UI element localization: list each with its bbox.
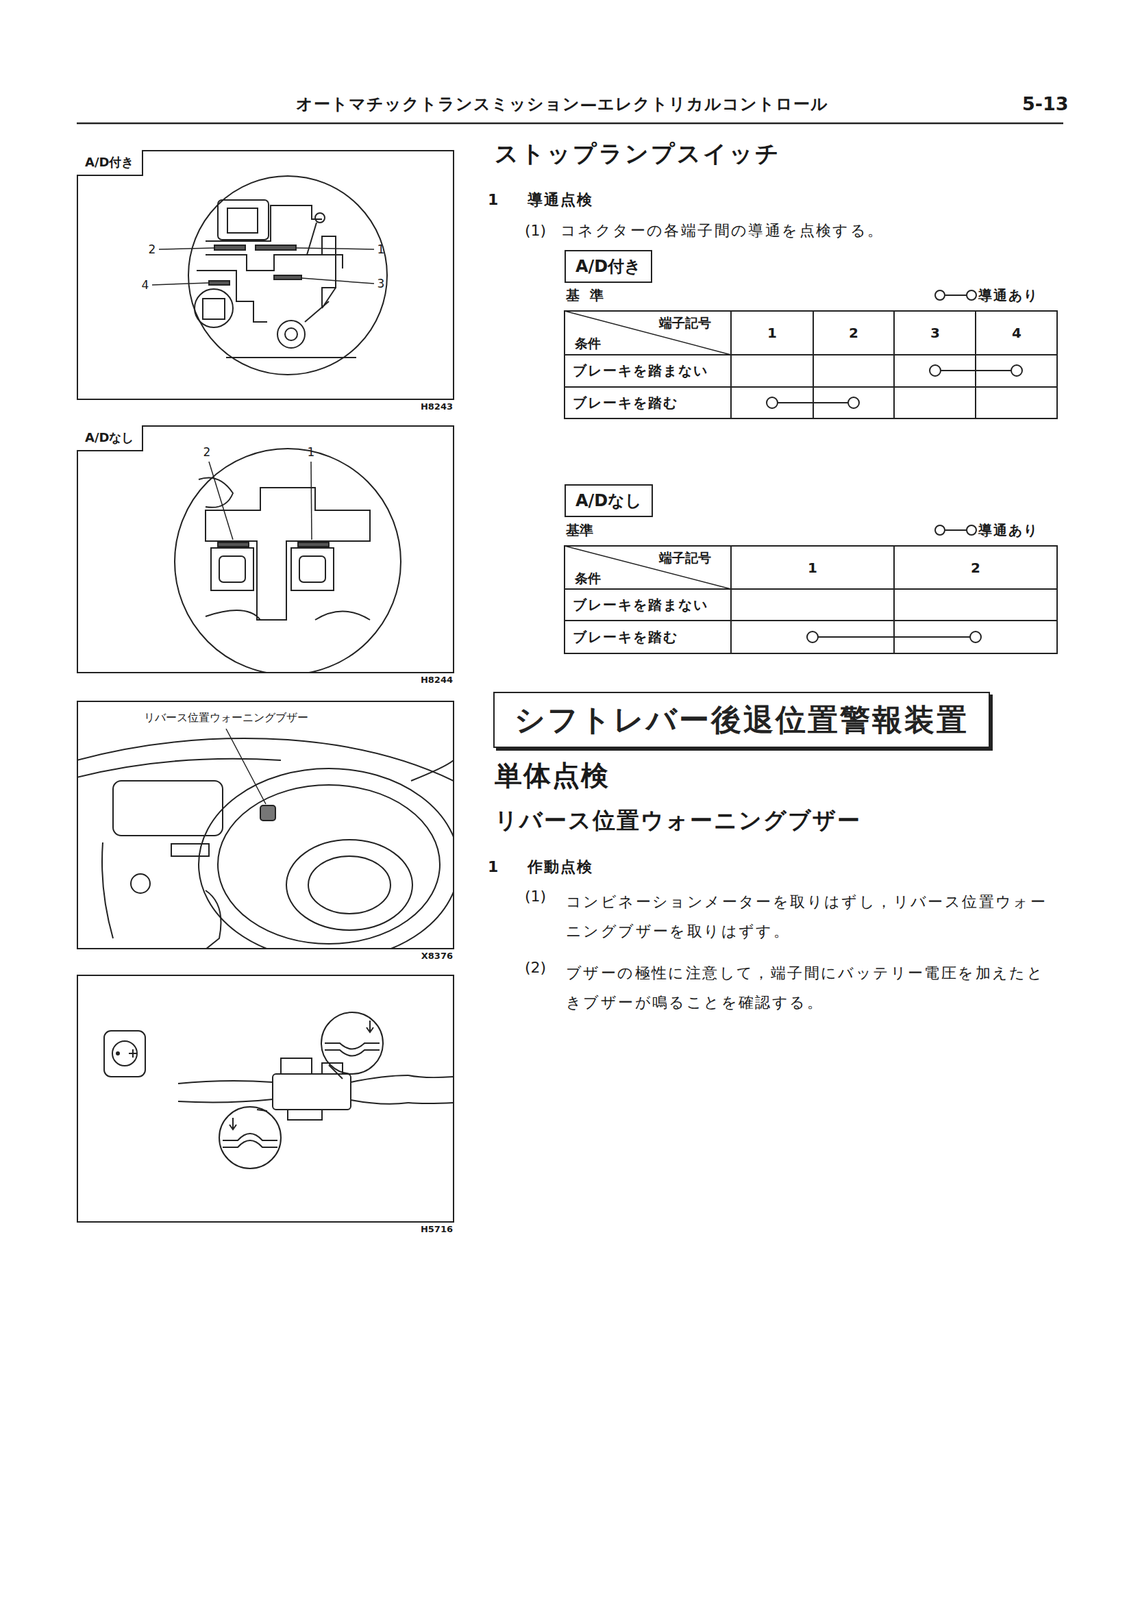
figure-frame: H8244A/Dなし: [76, 425, 455, 674]
section-heading: リバース位置ウォーニングブザー: [494, 807, 862, 835]
figure-frame: H5716: [76, 974, 455, 1223]
page-header: オートマチックトランスミッション—エレクトリカルコントロール: [295, 94, 829, 115]
table-header: 端子記号: [659, 550, 712, 566]
table-header: 条件: [574, 570, 601, 587]
callout-number: 3: [377, 276, 386, 291]
figure-code: H8243: [420, 401, 453, 412]
terminal-number: 3: [930, 324, 940, 342]
continuity-mark: [807, 631, 982, 643]
substep-number: (2): [524, 959, 547, 977]
label-box: A/D付き: [76, 150, 144, 177]
box-text: A/Dなし: [84, 430, 134, 445]
box-text: A/Dなし: [575, 491, 642, 511]
table-row-label: ブレーキを踏む: [572, 394, 679, 412]
callout-number: 2: [203, 445, 212, 460]
terminal-number: 4: [1011, 324, 1022, 342]
substep-number: (1): [524, 887, 547, 906]
instruction-text: コネクターの各端子間の導通を点検する。: [560, 221, 885, 240]
box-text: A/D付き: [84, 154, 134, 170]
instruction-text: コンビネーションメーターを取りはずし，リバース位置ウォーニングブザーを取りはずす…: [565, 887, 1058, 947]
table-row-label: ブレーキを踏まない: [572, 596, 709, 614]
terminal-number: 2: [848, 324, 859, 342]
continuity-table-grid: [564, 546, 1058, 654]
figure-frame: H8243A/D付き: [76, 150, 455, 401]
section-heading: 単体点検: [494, 759, 610, 792]
table-row-label: ブレーキを踏む: [572, 628, 679, 646]
label-box: A/D付き: [564, 250, 653, 283]
instrument-panel-illustration: [77, 728, 454, 949]
criteria-label: 基 準: [565, 287, 607, 304]
step-heading: 導通点検: [527, 191, 594, 209]
continuity-mark: [766, 365, 1023, 409]
box-text: A/D付き: [575, 256, 642, 277]
terminal-number: 1: [767, 324, 777, 342]
instruction-text: ブザーの極性に注意して，端子間にバッテリー電圧を加えたときブザーが鳴ることを確認…: [565, 959, 1058, 1019]
figure-frame: X8376: [76, 700, 455, 950]
table-header: 条件: [574, 335, 601, 352]
legend-sample: [935, 290, 977, 536]
figure-code: H5716: [420, 1224, 453, 1235]
table-row-label: ブレーキを踏まない: [572, 362, 709, 379]
legend-text: 導通あり: [978, 522, 1039, 539]
step-number: 1: [487, 858, 499, 877]
continuity-table-grid: [564, 311, 1058, 419]
step-number: 1: [487, 191, 499, 209]
page-number: 5-13: [1022, 93, 1069, 116]
figure-code: H8244: [420, 674, 453, 686]
section-title-box: シフトレバー後退位置警報装置: [493, 691, 990, 749]
part-name: リバース位置ウォーニングブザー: [143, 711, 309, 725]
connector-illustration: [174, 448, 401, 673]
section-heading: ストップランプスイッチ: [494, 139, 782, 168]
terminal-number: 1: [807, 559, 818, 577]
callout-number: 1: [377, 242, 386, 257]
substep-number: (1): [524, 221, 547, 240]
table-header: 端子記号: [659, 315, 712, 331]
callout-number: 2: [148, 242, 157, 257]
box-text: シフトレバー後退位置警報装置: [514, 700, 969, 741]
header-rule: [76, 122, 1064, 125]
buzzer-connector-illustration: [104, 1012, 454, 1169]
terminal-number: 2: [970, 559, 981, 577]
step-heading: 作動点検: [527, 858, 594, 877]
connector-illustration: [152, 176, 388, 375]
callout-number: 4: [141, 278, 150, 292]
label-box: A/Dなし: [564, 484, 653, 518]
legend-text: 導通あり: [978, 287, 1039, 304]
label-box: A/Dなし: [76, 425, 144, 452]
callout-number: 1: [307, 445, 316, 460]
figure-code: X8376: [421, 950, 453, 962]
criteria-label: 基準: [565, 522, 594, 539]
